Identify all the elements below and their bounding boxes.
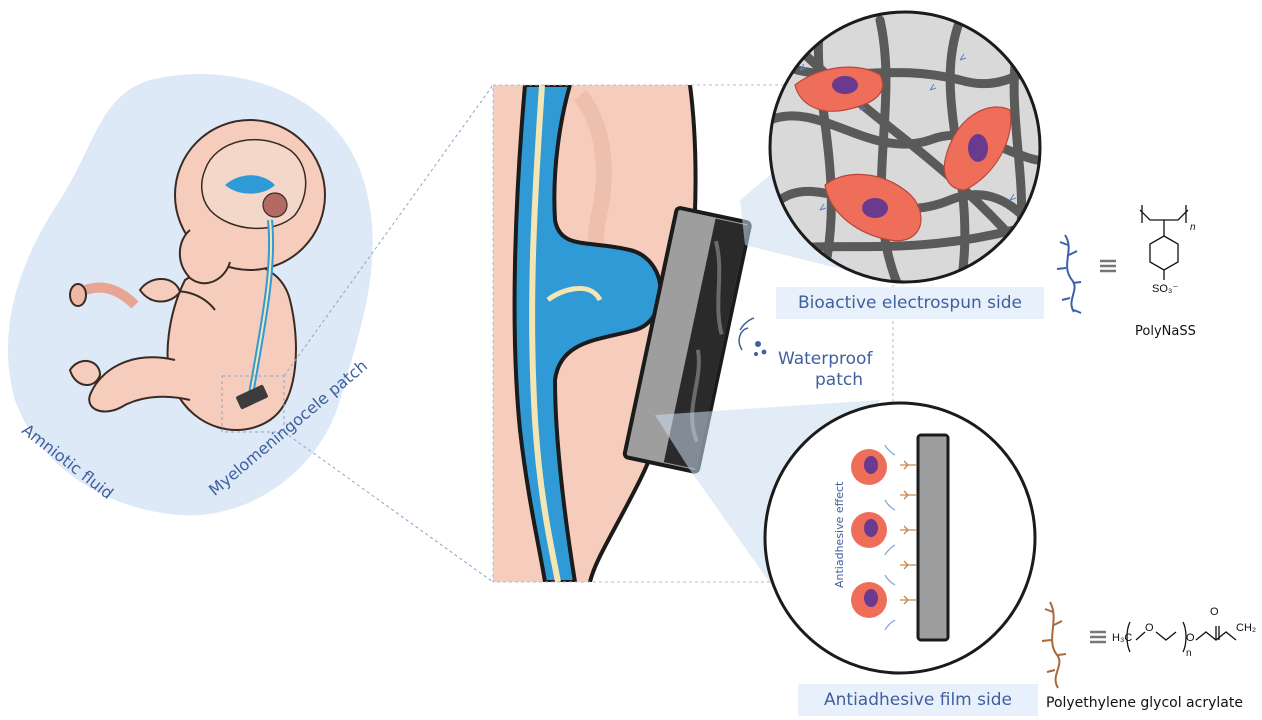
equals-sign [1090, 632, 1106, 642]
antiadhesive-circle [765, 403, 1035, 673]
peg-structure [1127, 622, 1236, 652]
n-subscript: n [1186, 648, 1192, 659]
antiadhesive-side-label: Antiadhesive film side [798, 684, 1038, 716]
so3-label: SO₃⁻ [1152, 282, 1178, 295]
fetus-cerebellum [263, 193, 287, 217]
film-layer [918, 435, 948, 640]
carbonyl-oxygen-label: O [1210, 606, 1219, 618]
rbc-cell [851, 512, 887, 548]
umbilical-end [70, 284, 86, 306]
peg-acrylate-label: Polyethylene glycol acrylate [1046, 695, 1243, 711]
rbc-cell [851, 449, 887, 485]
waterproof-label-line2: patch [815, 370, 863, 390]
antiadhesive-effect-label: Antiadhesive effect [833, 482, 846, 588]
n-subscript: n [1190, 222, 1196, 233]
rbc-cell [851, 582, 887, 618]
ch2-label: CH₂ [1236, 622, 1256, 634]
oxygen-label: O [1186, 632, 1195, 644]
fetus-body [168, 263, 296, 430]
equals-sign [1100, 261, 1116, 271]
h3c-label: H₃C [1112, 632, 1132, 644]
polynass-polymer-icon [1057, 235, 1081, 313]
zoom-connector-bottom [284, 432, 493, 582]
polynass-label: PolyNaSS [1135, 324, 1196, 339]
peg-polymer-icon [1042, 602, 1066, 688]
waterproof-label-line1: Waterproof [778, 349, 872, 369]
oxygen-label: O [1145, 622, 1154, 634]
bioactive-side-label: Bioactive electrospun side [776, 287, 1044, 319]
polynass-structure [1140, 205, 1188, 280]
